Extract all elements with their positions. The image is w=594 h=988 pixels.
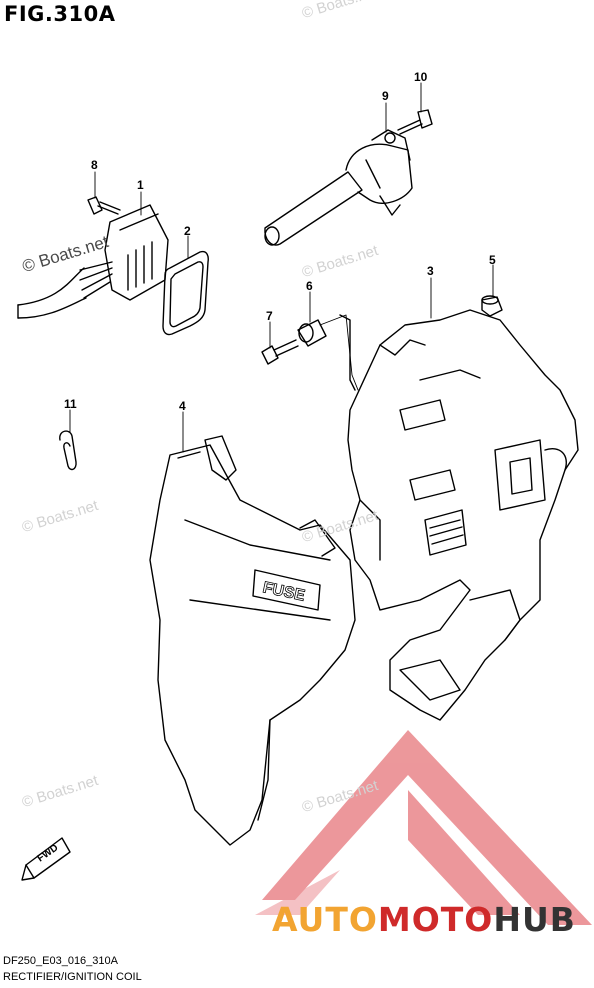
grommet-6-part [297, 319, 327, 347]
callout-2: 2 [184, 224, 191, 238]
logo-part-hub: HUB [493, 900, 576, 939]
figure-title: FIG.310A [4, 2, 116, 26]
fuse-label: FUSE [261, 579, 307, 605]
callout-10: 10 [414, 70, 428, 84]
rectifier-part [17, 204, 169, 319]
bracket-box-part [339, 309, 579, 721]
diagram-code: DF250_E03_016_310A [3, 955, 118, 967]
fwd-arrow-icon [21, 837, 71, 881]
grommet-5-part [481, 295, 503, 317]
callout-9: 9 [382, 89, 389, 103]
callout-7: 7 [266, 309, 273, 323]
bolt-10-part [397, 109, 433, 135]
callout-3: 3 [427, 264, 434, 278]
diagram-caption: RECTIFIER/IGNITION COIL [3, 971, 142, 983]
leader-lines [69, 82, 494, 453]
logo-part-moto: MOTO [377, 900, 494, 939]
cover-part [149, 435, 356, 846]
bolt-7-part [261, 339, 299, 365]
gasket-part [162, 250, 209, 336]
clip-11-part [59, 430, 77, 471]
callout-4: 4 [179, 399, 186, 413]
bolt-8-part [87, 196, 121, 215]
ignition-coil-part [264, 129, 413, 246]
logo-part-auto: AUTO [272, 900, 378, 939]
callout-5: 5 [489, 253, 496, 267]
callout-6: 6 [306, 279, 313, 293]
callout-11: 11 [64, 397, 77, 411]
logo-triangle-icon [255, 730, 592, 925]
callout-1: 1 [137, 178, 144, 192]
callout-8: 8 [91, 158, 98, 172]
automotohub-logo: AUTOMOTOHUB [272, 900, 576, 939]
